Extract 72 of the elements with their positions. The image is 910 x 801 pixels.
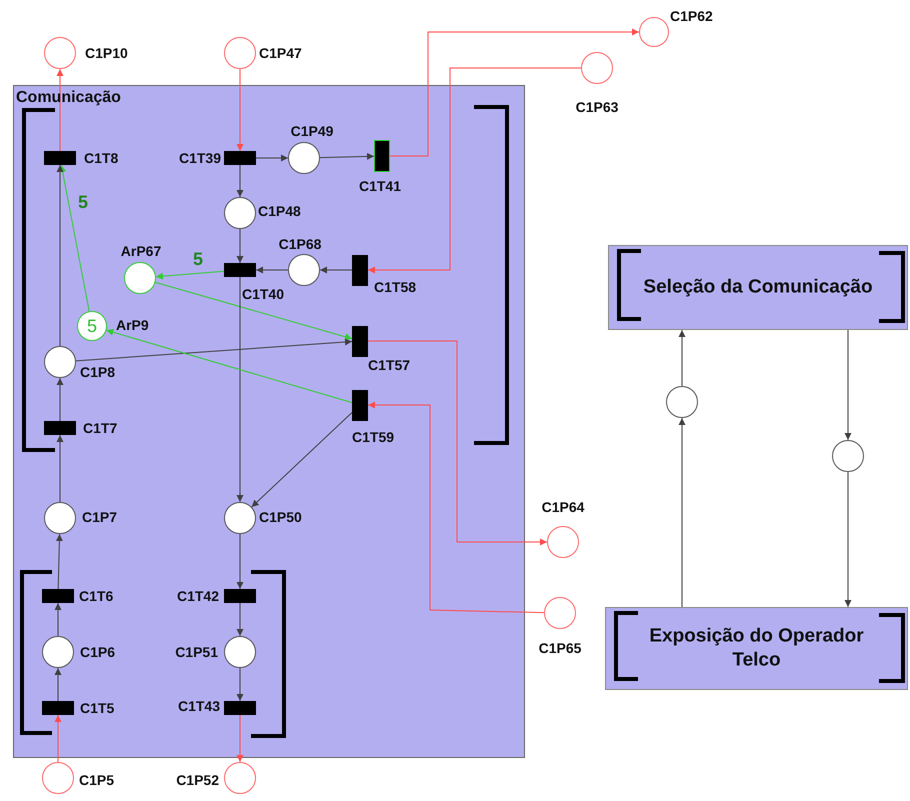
- arrow: [251, 412, 352, 508]
- place-label: C1P65: [538, 641, 582, 655]
- transition-label: C1T40: [242, 287, 284, 301]
- arrow: [368, 340, 548, 546]
- place-label: C1P63: [576, 100, 618, 114]
- transition-label: C1T57: [368, 358, 410, 372]
- arrow: [368, 68, 582, 274]
- transition-label: C1T43: [178, 699, 220, 713]
- arrow: [56, 434, 64, 502]
- transition-label: C1T42: [176, 589, 219, 603]
- arrow: [155, 270, 224, 280]
- place-label: C1P6: [80, 645, 116, 659]
- edge-label: 5: [192, 250, 204, 268]
- arrow: [154, 282, 352, 340]
- arrow: [256, 266, 288, 274]
- place-label: C1P48: [258, 204, 301, 218]
- arrow: [56, 68, 64, 152]
- arrow: [844, 472, 852, 608]
- place-label: ArP9: [116, 318, 149, 332]
- transition-label: C1T6: [79, 589, 114, 603]
- place-label: C1P8: [80, 365, 116, 379]
- arrow: [106, 328, 352, 404]
- place-label: C1P5: [79, 773, 114, 787]
- place-label: C1P47: [259, 46, 302, 60]
- place-label: ArP67: [120, 244, 162, 258]
- subnet-title: Seleção da Comunicação: [642, 275, 874, 300]
- arrow: [236, 714, 244, 762]
- arrow: [390, 28, 640, 156]
- arrow: [236, 534, 244, 590]
- arrow: [54, 668, 62, 702]
- arrow: [844, 330, 852, 440]
- place-label: C1P49: [290, 124, 334, 138]
- arrow: [236, 228, 244, 264]
- place-label: C1P50: [259, 510, 302, 524]
- arrow: [56, 378, 64, 422]
- arrow: [678, 418, 686, 608]
- arrow: [236, 602, 244, 636]
- arrow: [320, 152, 374, 160]
- arrow: [54, 714, 62, 762]
- arrow: [368, 402, 544, 614]
- place-label: C1P7: [82, 510, 118, 524]
- subnet-box: [605, 607, 908, 690]
- arrow: [256, 154, 288, 162]
- arrow: [236, 668, 244, 702]
- arrow: [678, 330, 686, 386]
- arrow: [236, 68, 244, 152]
- place-label: C1P64: [542, 500, 584, 514]
- transition-label: C1T58: [374, 280, 416, 294]
- transition-label: C1T39: [178, 151, 221, 165]
- arrow: [56, 534, 63, 590]
- arrow: [54, 602, 62, 636]
- arrow: [59, 164, 90, 312]
- subnet-panel: [13, 85, 525, 758]
- arrow: [236, 164, 244, 198]
- place-label: C1P10: [85, 46, 128, 60]
- transition-label: C1T41: [358, 179, 402, 193]
- arrow: [320, 266, 352, 274]
- arrow: [56, 164, 64, 346]
- transition-label: C1T8: [84, 151, 118, 165]
- edge-label: 5: [77, 193, 89, 211]
- transition-label: C1T5: [80, 701, 114, 715]
- place-label: C1P62: [670, 9, 713, 23]
- token-count: 5: [87, 317, 97, 335]
- place-label: C1P68: [278, 237, 322, 251]
- place-label: C1P51: [175, 645, 218, 659]
- subnet-box: [608, 245, 908, 330]
- transition-label: C1T7: [83, 421, 118, 435]
- arrow: [75, 338, 352, 362]
- subnet-title: Exposição do Operador Telco: [648, 624, 865, 672]
- place-label: C1P52: [176, 773, 219, 787]
- transition-label: C1T59: [352, 430, 394, 444]
- arrow: [236, 276, 244, 502]
